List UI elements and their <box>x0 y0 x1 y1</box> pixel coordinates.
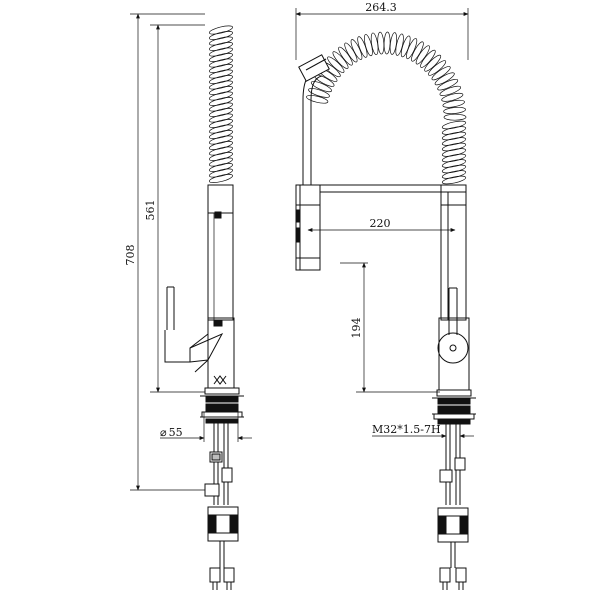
base-mount-left <box>200 387 244 424</box>
spring-loop <box>208 102 234 112</box>
dim-spout-height-label: 561 <box>144 200 157 221</box>
spring-loop <box>441 159 467 168</box>
spring-loop <box>208 58 234 68</box>
spring-loop <box>344 42 358 63</box>
front-view: 264.3 <box>295 1 476 590</box>
spring-loop <box>208 47 234 57</box>
dim-total-height-label: 708 <box>124 245 137 266</box>
spring-loop <box>327 56 345 73</box>
dim-width-label: 264.3 <box>365 1 397 14</box>
spring-loop <box>208 25 234 35</box>
spring-loop <box>434 72 455 86</box>
spring-loop <box>441 137 467 146</box>
side-view: 708 561 ⌀55 <box>124 13 252 590</box>
spring-loop <box>424 54 442 72</box>
base-mount-right <box>432 389 476 425</box>
spring-loop <box>350 39 363 60</box>
spring-loop <box>357 36 368 58</box>
dim-base-diameter-label: 55 <box>169 426 183 439</box>
spring-loop <box>208 97 234 106</box>
spring-loop <box>428 60 447 76</box>
spring-loop <box>310 81 332 93</box>
spring-loop <box>441 170 467 179</box>
spring-loop <box>306 95 329 104</box>
spring-loop <box>208 168 234 178</box>
spring-loop <box>208 124 234 134</box>
spring-loop <box>383 31 391 55</box>
svg-text:⌀55: ⌀55 <box>160 426 183 439</box>
spring-loop <box>208 130 234 139</box>
spring-loop <box>208 157 234 167</box>
dim-total-height: 708 <box>124 13 205 491</box>
spring-loop <box>208 80 234 90</box>
brand-logo-mark <box>213 375 227 385</box>
spring-loop <box>441 131 467 141</box>
spring-loop <box>208 75 234 84</box>
spring-loop <box>400 35 411 58</box>
spring-loop <box>442 99 465 108</box>
spring-loop <box>208 119 234 128</box>
dim-handle-height: 194 <box>340 262 440 393</box>
spring-loop <box>208 113 234 123</box>
spring-loop <box>208 108 234 117</box>
spring-loop <box>443 106 466 115</box>
spring-loop <box>208 146 234 156</box>
dim-base-diameter: ⌀55 <box>160 412 252 442</box>
spring-loop <box>441 120 467 130</box>
spring-loop <box>208 91 234 101</box>
spring-loop <box>208 36 234 46</box>
spray-head <box>295 184 321 271</box>
spring-loop <box>208 174 234 183</box>
spring-loop <box>411 41 424 62</box>
spray-head-top <box>298 54 330 82</box>
dim-reach: 220 <box>307 217 456 232</box>
spring-loop <box>441 153 467 163</box>
spring-loop <box>208 31 234 40</box>
spring-loop <box>332 51 349 69</box>
spring-loop <box>308 88 330 98</box>
spring-loop <box>441 148 467 157</box>
spring-loop <box>443 113 467 121</box>
dim-spout-height: 561 <box>144 24 205 393</box>
spring-loop <box>338 46 353 66</box>
spring-loop <box>208 42 234 51</box>
spring-loop <box>441 164 467 174</box>
spring-loop <box>441 126 467 135</box>
spout-body-right <box>440 184 467 321</box>
supply-hoses-left <box>204 423 239 590</box>
dim-width: 264.3 <box>295 1 469 60</box>
spring-loop <box>208 135 234 145</box>
spring-loop <box>208 163 234 172</box>
dim-reach-label: 220 <box>370 217 391 230</box>
spring-loop <box>441 92 464 102</box>
spring-loop <box>406 38 418 60</box>
spring-loop <box>364 34 373 57</box>
lever-handle-left <box>164 286 224 373</box>
spring-loop <box>208 141 234 150</box>
spring-loop <box>441 175 467 185</box>
dim-handle-height-label: 194 <box>350 318 363 339</box>
dim-thread: M32*1.5-7H <box>372 423 474 438</box>
spring-loop <box>420 49 436 68</box>
diameter-symbol: ⌀ <box>160 426 167 439</box>
spout-arm <box>319 184 441 193</box>
spring-loop <box>208 152 234 161</box>
spring-loop <box>208 69 234 79</box>
spring-loop <box>437 78 459 91</box>
dim-thread-label: M32*1.5-7H <box>372 423 441 436</box>
spring-loop <box>415 45 430 65</box>
supply-hoses-right <box>437 424 469 590</box>
spring-loop <box>431 66 451 81</box>
spring-loop <box>208 64 234 73</box>
spring-loop <box>439 85 462 96</box>
spring-coil-right <box>306 31 467 185</box>
spring-loop <box>208 53 234 62</box>
spring-loop <box>441 142 467 152</box>
valve-body-right <box>437 287 470 391</box>
spring-loop <box>208 86 234 95</box>
spring-coil-left <box>208 25 234 183</box>
